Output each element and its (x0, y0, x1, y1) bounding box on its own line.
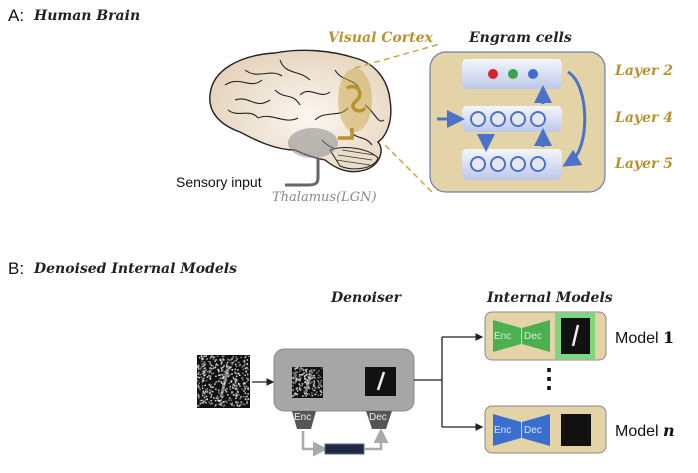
cerebellum (329, 147, 379, 170)
neuron (470, 111, 486, 127)
sensory-input-label: Sensory input (176, 174, 262, 190)
model-n-enc-label: Enc (494, 425, 512, 436)
noisy-input-image (197, 355, 250, 408)
model-n-enc-shape (493, 414, 521, 446)
neuron (470, 156, 486, 172)
model-1-label: Model 1 (615, 328, 675, 347)
denoiser-noisy-image (292, 367, 323, 398)
thalamus-label: Thalamus(LGN) (272, 190, 377, 205)
panel-b-title: Denoised Internal Models (34, 261, 237, 277)
internal-models-title: Internal Models (487, 290, 613, 306)
neuron (530, 111, 546, 127)
brain-illustration (209, 49, 392, 187)
visual-cortex-mark (338, 84, 367, 140)
neuron (530, 156, 546, 172)
model-n-label: Model n (615, 421, 675, 440)
panel-b-letter: B: (8, 259, 25, 278)
neuron (528, 69, 538, 79)
latent-path (301, 431, 328, 457)
layer-2-label: Layer 2 (615, 63, 673, 79)
neuron (490, 156, 506, 172)
neuron (510, 111, 526, 127)
engram-cells-title: Engram cells (469, 30, 572, 46)
zoom-connector-bottom (384, 144, 433, 193)
panel-a-title: Human Brain (34, 8, 141, 24)
models-ellipsis: ⋮ (536, 363, 562, 393)
layer-4-label: Layer 4 (615, 110, 673, 126)
l2-to-l5-arrow (562, 70, 587, 167)
latent-vector (324, 443, 365, 455)
denoiser-title: Denoiser (331, 290, 402, 306)
zoom-connector-top (354, 43, 441, 69)
thalamus-highlight (288, 128, 338, 158)
model-1-dec-shape (522, 320, 550, 352)
model-n-output-image (561, 414, 591, 446)
neuron (508, 69, 518, 79)
denoiser-enc-label: Enc (294, 412, 312, 423)
model-1-dec-label: Dec (524, 331, 542, 342)
layer-5-label: Layer 5 (615, 156, 673, 172)
neuron (490, 111, 506, 127)
neuron (488, 69, 498, 79)
model-n-dec-shape (522, 414, 550, 446)
denoiser-enc-shape (292, 411, 316, 429)
denoiser-dec-label: Dec (369, 412, 387, 423)
branch-lines (414, 337, 443, 427)
neuron (510, 156, 526, 172)
model-1-enc-shape (493, 320, 521, 352)
panel-a-letter: A: (8, 6, 25, 25)
sensory-input-line (285, 158, 320, 187)
model-1-enc-label: Enc (494, 331, 512, 342)
neurons-group (470, 69, 546, 172)
model-n-dec-label: Dec (524, 425, 542, 436)
visual-cortex-label: Visual Cortex (328, 30, 433, 46)
denoiser-dec-shape (366, 411, 392, 429)
